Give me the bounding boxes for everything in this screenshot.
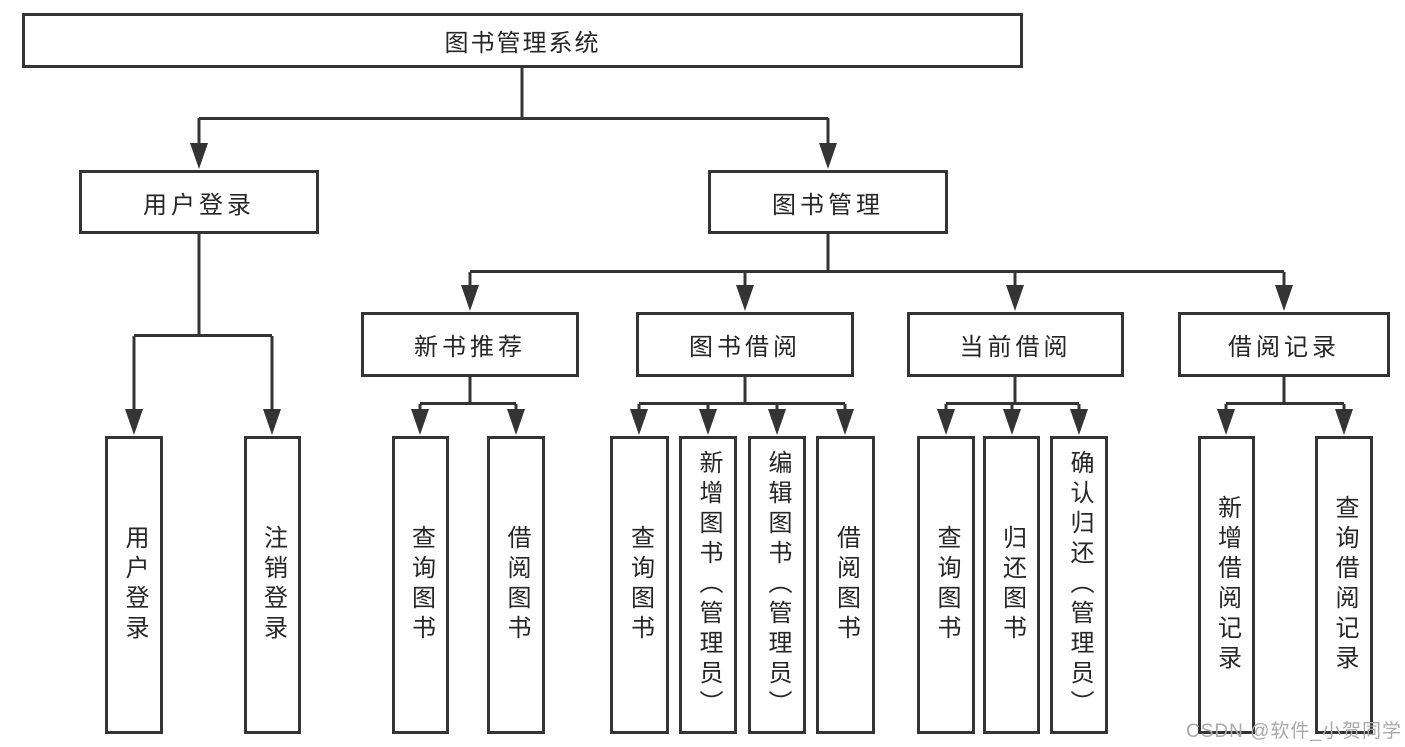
- leaf-borrow-books: 借阅图书: [816, 436, 875, 734]
- leaf-query-books-borrow: 查询图书: [610, 436, 669, 734]
- arrow-head: [937, 409, 955, 435]
- arrow-head: [736, 285, 754, 311]
- arrow-head: [411, 409, 429, 435]
- leaf-logout: 注销登录: [244, 436, 301, 734]
- node-current-borrow: 当前借阅: [907, 312, 1124, 377]
- node-borrow-records: 借阅记录: [1178, 312, 1390, 377]
- arrow-head: [699, 409, 717, 435]
- arrowheads: [125, 143, 1353, 435]
- node-user-login: 用户登录: [79, 170, 319, 234]
- arrow-head: [630, 409, 648, 435]
- node-new-book-recommend: 新书推荐: [361, 312, 579, 377]
- watermark: CSDN @软件_小贺同学: [1186, 721, 1402, 742]
- node-root-system: 图书管理系统: [22, 13, 1023, 68]
- arrow-head: [836, 409, 854, 435]
- leaf-query-books-recommend: 查询图书: [392, 436, 449, 734]
- leaf-edit-books-admin: 编辑图书（管理员）: [748, 436, 806, 734]
- arrow-head: [461, 285, 479, 311]
- arrow-head: [507, 409, 525, 435]
- arrow-head: [1003, 409, 1021, 435]
- leaf-return-books: 归还图书: [983, 436, 1040, 734]
- leaf-query-borrow-record: 查询借阅记录: [1315, 436, 1373, 734]
- leaf-confirm-return-admin: 确认归还（管理员）: [1050, 436, 1108, 734]
- arrow-head: [1070, 409, 1088, 435]
- leaf-borrow-books-recommend: 借阅图书: [487, 436, 545, 734]
- leaf-query-books-current: 查询图书: [917, 436, 975, 734]
- node-book-management: 图书管理: [708, 170, 948, 234]
- leaf-add-books-admin: 新增图书（管理员）: [679, 436, 737, 734]
- arrow-head: [819, 143, 837, 169]
- arrow-head: [1217, 409, 1235, 435]
- arrow-head: [1275, 285, 1293, 311]
- arrow-head: [190, 143, 208, 169]
- arrow-head: [1335, 409, 1353, 435]
- leaf-add-borrow-record: 新增借阅记录: [1198, 436, 1255, 734]
- arrow-head: [768, 409, 786, 435]
- node-book-borrow: 图书借阅: [636, 312, 854, 377]
- arrow-head: [1006, 285, 1024, 311]
- connector-lines: [132, 66, 1346, 414]
- leaf-user-login: 用户登录: [105, 436, 163, 734]
- arrow-head: [263, 409, 281, 435]
- arrow-head: [125, 409, 143, 435]
